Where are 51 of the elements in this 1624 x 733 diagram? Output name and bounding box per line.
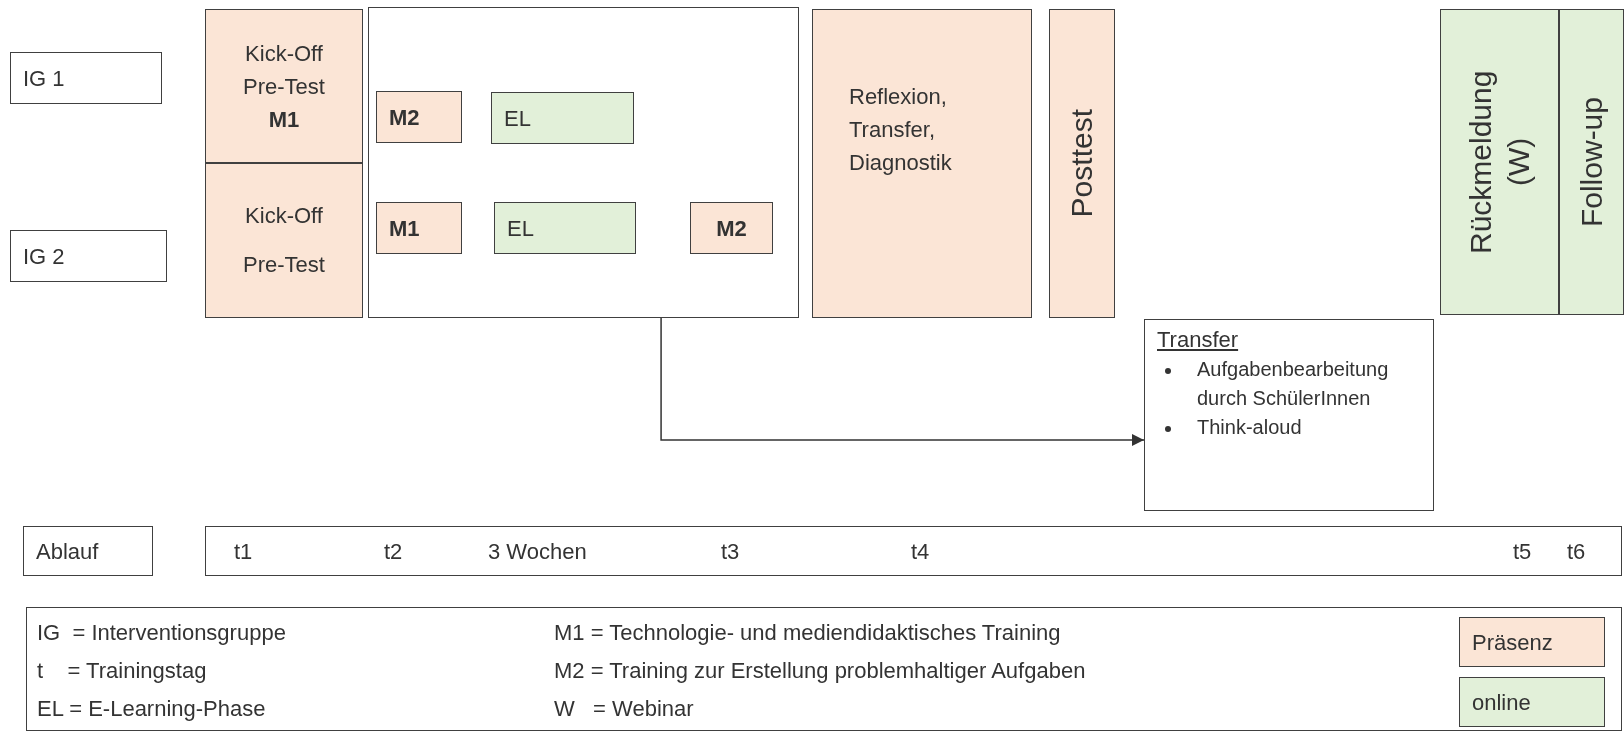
box-text: M2 bbox=[716, 214, 747, 243]
box-text: M1 bbox=[267, 105, 301, 134]
legend-text: Präsenz bbox=[1472, 628, 1553, 657]
definition-text: EL = E-Learning-Phase bbox=[37, 696, 266, 722]
elearning-box bbox=[494, 202, 636, 254]
box-text: M2 bbox=[389, 103, 420, 132]
definition-text: M1 = Technologie- und mediendidaktisches Training bbox=[554, 620, 1061, 646]
group-label-box bbox=[10, 52, 162, 104]
box-text: IG 1 bbox=[23, 64, 65, 93]
module-box bbox=[376, 202, 462, 254]
connector-arrow bbox=[660, 317, 1145, 446]
phase-box bbox=[1049, 9, 1115, 318]
phase-box bbox=[1440, 9, 1559, 315]
time-label: t6 bbox=[1567, 538, 1586, 566]
time-label: t4 bbox=[911, 538, 930, 566]
box-text: IG 2 bbox=[23, 242, 65, 271]
module-box bbox=[690, 202, 773, 254]
elearning-box bbox=[491, 92, 634, 144]
box-text: EL bbox=[507, 214, 534, 243]
group-label-box bbox=[10, 230, 167, 282]
legend-text: online bbox=[1472, 688, 1531, 717]
box-text: Posttest bbox=[1064, 109, 1100, 218]
box-text: Follow-up bbox=[1573, 96, 1609, 228]
time-label: t5 bbox=[1513, 538, 1532, 566]
time-label: t2 bbox=[384, 538, 403, 566]
timeline-bar bbox=[205, 526, 1622, 576]
definition-text: IG = Interventionsgruppe bbox=[37, 620, 286, 646]
phase-box bbox=[1559, 9, 1624, 315]
timeline-label-box bbox=[23, 526, 153, 576]
box-text: Kick-Off Pre-Test bbox=[242, 202, 326, 279]
box-text: EL bbox=[504, 104, 531, 133]
box-text: Kick-Off Pre-Test bbox=[242, 39, 326, 101]
definition-text: t = Trainingstag bbox=[37, 658, 207, 684]
box-text: Ablauf bbox=[36, 537, 99, 566]
box-heading: Transfer bbox=[1157, 326, 1240, 354]
bullet-item: Think-aloud bbox=[1197, 415, 1302, 438]
time-label: 3 Wochen bbox=[488, 538, 587, 566]
box-text: Rückmeldung (W) bbox=[1463, 69, 1536, 256]
phase-box bbox=[812, 9, 1032, 318]
training-phase-frame bbox=[368, 7, 799, 318]
phase-box bbox=[205, 9, 363, 163]
box-text: Reflexion, Transfer, Diagnostik bbox=[849, 83, 953, 177]
phase-box bbox=[205, 163, 363, 318]
definition-text: M2 = Training zur Erstellung problemhaltiger Aufgaben bbox=[554, 658, 1086, 684]
transfer-box bbox=[1144, 319, 1434, 511]
bullet-item: Aufgabenbearbeitung durch SchülerInnen bbox=[1197, 357, 1390, 409]
time-label: t1 bbox=[234, 538, 253, 566]
box-text: M1 bbox=[389, 214, 420, 243]
definition-text: W = Webinar bbox=[554, 696, 694, 722]
module-box bbox=[376, 91, 462, 143]
time-label: t3 bbox=[721, 538, 740, 566]
